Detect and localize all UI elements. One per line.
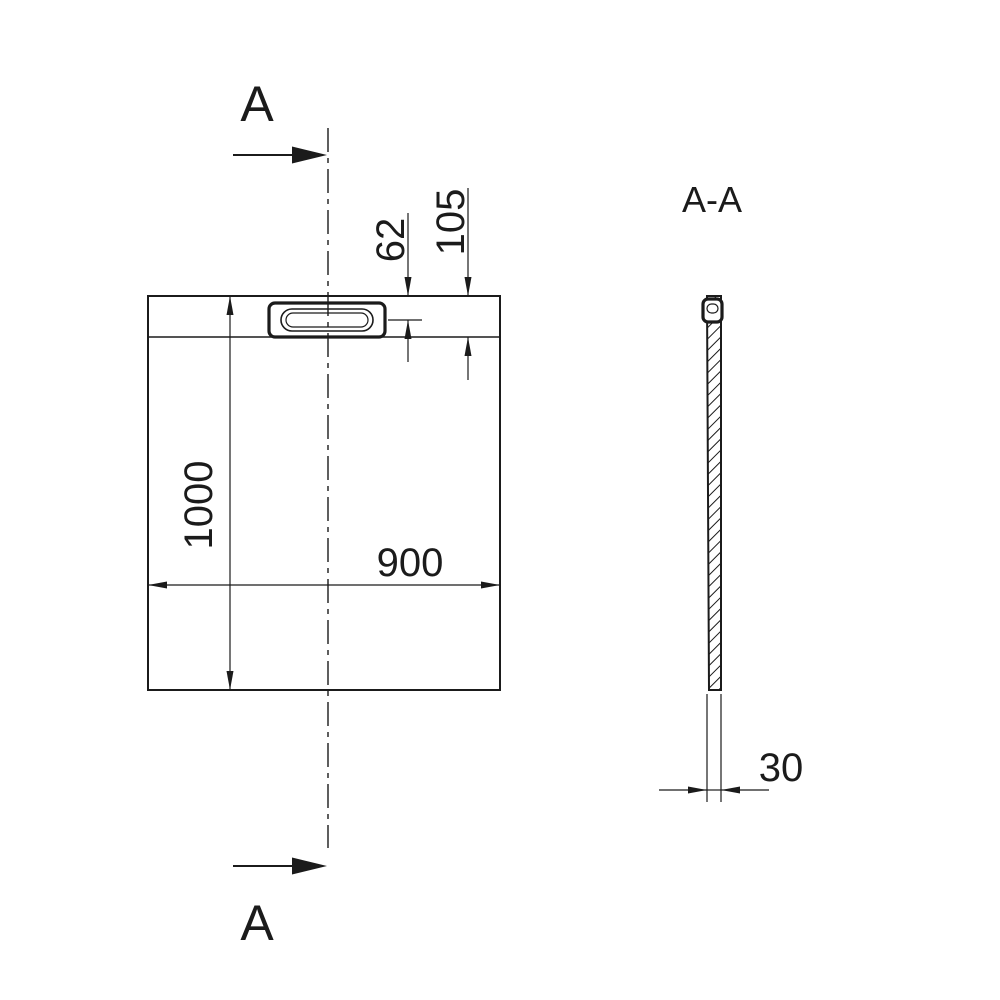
section-profile-hatch <box>707 296 721 690</box>
dim-drain-offset-arrow-down <box>404 277 412 296</box>
section-view: A-A 30 <box>659 179 803 802</box>
section-view-title: A-A <box>682 179 742 220</box>
dim-drain-offset-label: 62 <box>369 218 413 263</box>
dim-length-label: 1000 <box>177 461 221 550</box>
section-cut-arrow-top <box>292 146 327 164</box>
drain <box>267 301 387 339</box>
tray-outline <box>147 295 501 691</box>
dim-width: 900 <box>148 541 500 589</box>
dim-drain-offset-arrow-up <box>404 320 412 339</box>
drain-grate-outer <box>280 308 374 332</box>
section-marker-top-label: A <box>240 76 274 132</box>
dim-width-arrow-right <box>481 581 500 589</box>
dim-drain-offset: 62 <box>369 213 422 362</box>
section-marker-bottom-label: A <box>240 895 274 951</box>
dim-width-label: 900 <box>377 541 444 585</box>
dim-length: 1000 <box>177 296 234 690</box>
drain-frame <box>267 301 387 339</box>
dim-thickness: 30 <box>659 694 803 802</box>
dim-thickness-arrow-right <box>721 786 740 794</box>
section-cut-arrow-bottom <box>292 857 327 875</box>
dim-rim-depth-arrow-up <box>464 337 472 356</box>
dim-thickness-arrow-left <box>688 786 707 794</box>
dim-rim-depth: 105 <box>429 188 473 380</box>
drain-grate-inner <box>285 312 369 328</box>
dim-thickness-label: 30 <box>759 746 804 790</box>
section-profile <box>705 295 722 691</box>
dim-length-arrow-bottom <box>226 671 234 690</box>
section-marker-top: A <box>233 76 327 164</box>
section-marker-bottom: A <box>233 857 327 951</box>
plan-view: 1000 900 62 <box>147 188 501 691</box>
dim-rim-depth-arrow-down <box>464 277 472 296</box>
dim-width-arrow-left <box>148 581 167 589</box>
section-drain-slot <box>706 303 719 314</box>
dim-length-arrow-top <box>226 296 234 315</box>
section-drain-detail <box>701 297 724 324</box>
section-drain-body <box>701 297 724 324</box>
dim-rim-depth-label: 105 <box>429 189 473 256</box>
